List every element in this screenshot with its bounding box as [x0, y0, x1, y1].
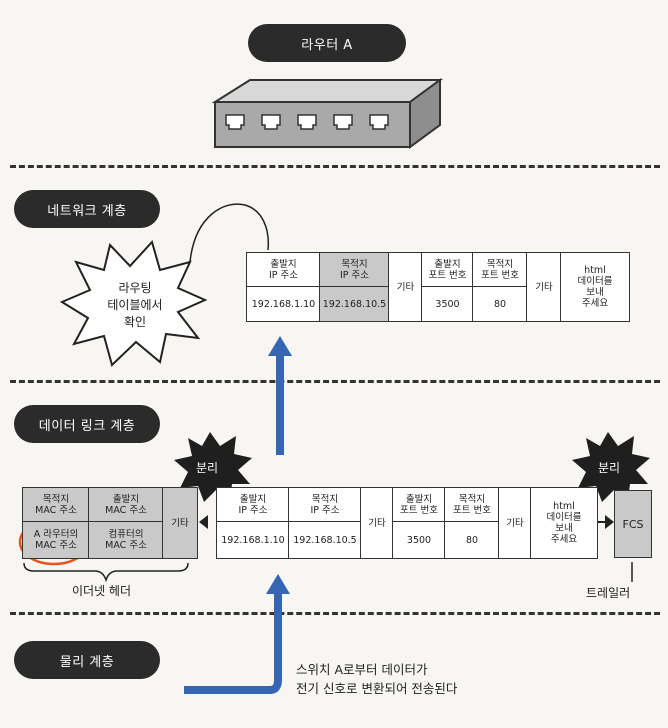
router-mac-value: A 라우터의 MAC 주소 — [22, 521, 90, 559]
signal-arrow-head — [266, 574, 290, 594]
router-device-icon — [211, 78, 444, 149]
src-mac-label: 출발지 MAC 주소 — [88, 487, 164, 523]
src-port-value: 3500 — [421, 286, 474, 322]
dst-ip-value: 192.168.10.5 — [288, 521, 362, 559]
physical-note-line: 전기 신호로 변환되어 전송된다 — [296, 681, 458, 696]
pc-mac-value: 컴퓨터의 MAC 주소 — [88, 521, 164, 559]
src-ip-label: 출발지 IP 주소 — [246, 252, 321, 288]
etc-field: 기타 — [388, 252, 423, 322]
dst-port-label: 목적지 포트 번호 — [444, 487, 500, 523]
network-layer-label: 네트워크 계층 — [14, 190, 160, 228]
physical-note-line: 스위치 A로부터 데이터가 — [296, 662, 428, 677]
routing-burst-text: 라우팅 테이블에서 확인 — [85, 280, 185, 331]
etc-field: 기타 — [360, 487, 394, 559]
dst-mac-label: 목적지 MAC 주소 — [22, 487, 90, 523]
dst-ip-label: 목적지 IP 주소 — [319, 252, 390, 288]
src-ip-value: 192.168.1.10 — [216, 521, 290, 559]
src-ip-value: 192.168.1.10 — [246, 286, 321, 322]
router-title: 라우터 A — [248, 24, 406, 62]
routing-burst-shape — [59, 240, 208, 367]
payload-field: html 데이터를 보내 주세요 — [530, 487, 598, 559]
connector-line — [189, 203, 270, 263]
dst-port-label: 목적지 포트 번호 — [472, 252, 528, 288]
split-label-right: 분리 — [598, 461, 621, 475]
dst-ip-value: 192.168.10.5 — [319, 286, 390, 322]
datalink-layer-label: 데이터 링크 계층 — [14, 405, 160, 443]
signal-arrow-icon — [184, 590, 282, 694]
burst-line: 테이블에서 — [107, 298, 163, 312]
right-arrow-icon — [605, 515, 614, 529]
payload-field: html 데이터를 보내 주세요 — [560, 252, 630, 322]
upward-arrow-head — [268, 336, 292, 356]
src-port-label: 출발지 포트 번호 — [392, 487, 446, 523]
physical-note: 스위치 A로부터 데이터가 전기 신호로 변환되어 전송된다 — [296, 660, 457, 698]
trailer-caption: 트레일러 — [586, 586, 631, 600]
etc-field: 기타 — [498, 487, 532, 559]
separator — [10, 165, 660, 168]
dst-ip-label: 목적지 IP 주소 — [288, 487, 362, 523]
dst-port-value: 80 — [444, 521, 500, 559]
ethernet-header-brace — [23, 562, 189, 583]
split-burst-left — [174, 432, 252, 502]
ethernet-etc-field: 기타 — [162, 487, 198, 559]
etc-field: 기타 — [526, 252, 562, 322]
dst-port-value: 80 — [472, 286, 528, 322]
burst-line: 확인 — [123, 315, 147, 329]
src-ip-label: 출발지 IP 주소 — [216, 487, 290, 523]
src-port-value: 3500 — [392, 521, 446, 559]
burst-line: 라우팅 — [118, 281, 152, 295]
split-burst-right — [572, 432, 650, 502]
separator — [10, 380, 660, 383]
split-label-left: 분리 — [196, 461, 219, 475]
left-arrow-icon — [199, 515, 208, 529]
src-port-label: 출발지 포트 번호 — [421, 252, 474, 288]
fcs-field: FCS — [614, 490, 652, 558]
physical-layer-label: 물리 계층 — [14, 641, 160, 679]
separator — [10, 612, 660, 615]
ethernet-header-caption: 이더넷 헤더 — [72, 584, 132, 598]
